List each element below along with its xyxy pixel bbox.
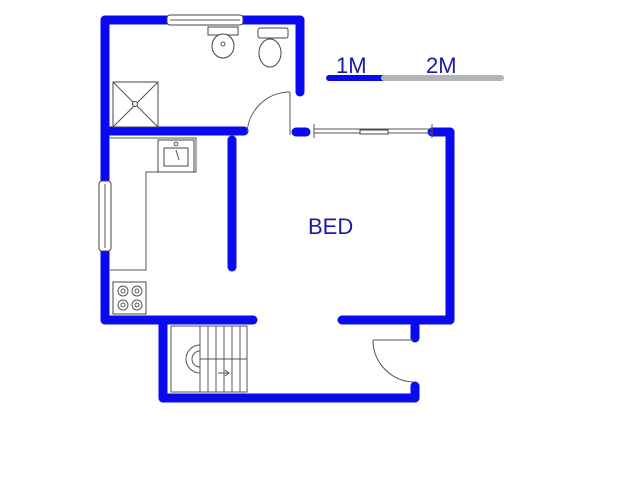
room-label-bed: BED — [308, 214, 353, 239]
stove — [112, 281, 147, 315]
toilet — [257, 27, 289, 68]
scale-label-1m: 1M — [336, 53, 367, 78]
walls — [100, 15, 455, 403]
scale-label-2m: 2M — [426, 53, 457, 78]
basin — [207, 26, 239, 59]
scale-bar: 1M 2M — [326, 53, 504, 81]
bathroom-window — [166, 14, 244, 26]
bathroom-door — [246, 91, 291, 135]
staircase — [170, 325, 248, 393]
entry-door — [372, 339, 414, 383]
sliding-door — [313, 124, 433, 138]
kitchen-sink — [157, 139, 195, 173]
shower — [112, 81, 159, 128]
kitchen-window — [98, 180, 112, 252]
